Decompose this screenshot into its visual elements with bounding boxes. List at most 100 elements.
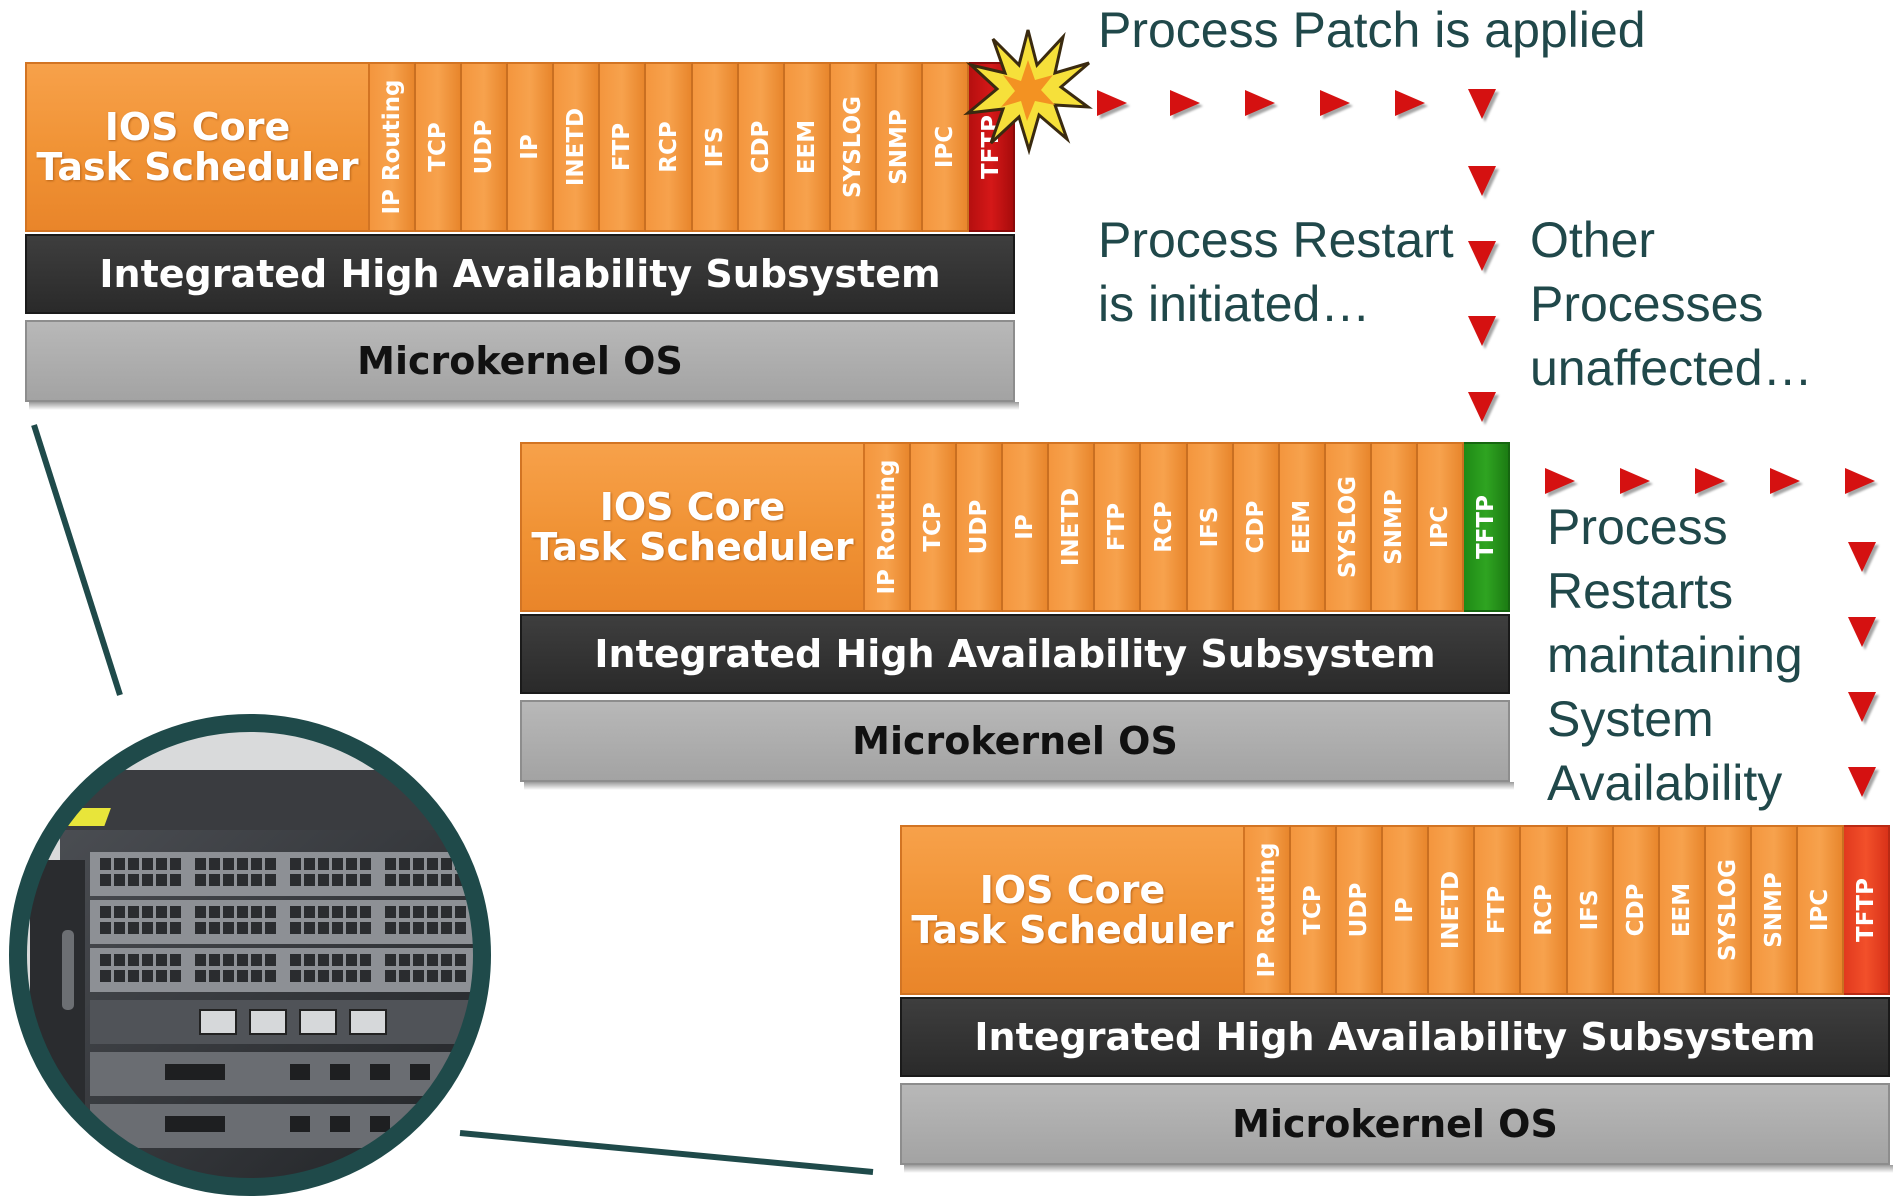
explosion-icon: [963, 29, 1093, 155]
process-cell-cdp: CDP: [1613, 825, 1660, 995]
arrow-right-icon: [1845, 468, 1875, 494]
arrow-right-icon: [1770, 468, 1800, 494]
process-label: IP: [1392, 897, 1419, 923]
process-label: CDP: [747, 120, 774, 174]
process-label: IPC: [931, 125, 958, 169]
architecture-stack-restarting: IOS Core Task Scheduler IP Routing TCP UDP I…: [520, 442, 1514, 790]
network-switch-chassis: [9, 714, 491, 1196]
process-label: IFS: [701, 126, 728, 168]
arrow-right-icon: [1695, 468, 1725, 494]
process-label: TFTP: [1853, 878, 1880, 942]
process-label: IPC: [1426, 505, 1453, 549]
process-label: TFTP: [1473, 495, 1500, 559]
process-label: IP Routing: [379, 79, 406, 215]
arrow-down-icon: [1468, 392, 1496, 422]
process-row: IOS Core Task Scheduler IP Routing TCP UDP I…: [520, 442, 1511, 612]
process-cell-ifs: IFS: [1567, 825, 1614, 995]
process-cell-ipc: IPC: [1417, 442, 1465, 612]
microkernel-layer: Microkernel OS: [520, 700, 1510, 782]
ha-subsystem-layer: Integrated High Availability Subsystem: [25, 234, 1015, 314]
process-label: SYSLOG: [1334, 475, 1361, 579]
arrow-down-icon: [1468, 89, 1496, 119]
process-label: TCP: [425, 122, 452, 172]
ios-core-label: IOS Core Task Scheduler: [531, 485, 854, 569]
connector-line-top: [31, 424, 123, 696]
arrow-down-icon: [1848, 542, 1876, 572]
process-cell-udp: UDP: [1337, 825, 1384, 995]
arrow-right-icon: [1245, 90, 1275, 116]
process-label: IP Routing: [874, 459, 901, 595]
process-cell-ftp: FTP: [600, 62, 647, 232]
note-system-availability: Process Restarts maintaining System Avai…: [1547, 499, 1803, 811]
ha-subsystem-layer: Integrated High Availability Subsystem: [520, 614, 1510, 694]
process-label: SYSLOG: [839, 95, 866, 199]
process-label: INETD: [563, 107, 590, 187]
process-cell-ftp: FTP: [1475, 825, 1522, 995]
device-frame: [9, 714, 491, 1196]
process-label: IPC: [1806, 888, 1833, 932]
process-label: UDP: [1346, 882, 1373, 938]
ios-core-label: IOS Core Task Scheduler: [911, 868, 1234, 952]
arrow-down-icon: [1848, 617, 1876, 647]
process-cell-inetd: INETD: [1429, 825, 1476, 995]
process-label: EEM: [793, 119, 820, 175]
process-cell-inetd: INETD: [1049, 442, 1096, 612]
process-cell-inetd: INETD: [554, 62, 601, 232]
process-cell-snmp: SNMP: [1371, 442, 1418, 612]
process-label: IFS: [1576, 889, 1603, 931]
process-cell-udp: UDP: [957, 442, 1004, 612]
process-label: SNMP: [1380, 489, 1407, 565]
process-cell-syslog: SYSLOG: [1705, 825, 1752, 995]
process-cell-ip-routing: IP Routing: [865, 442, 912, 612]
arrow-right-icon: [1170, 90, 1200, 116]
process-cell-snmp: SNMP: [1751, 825, 1798, 995]
process-label: EEM: [1668, 882, 1695, 938]
process-cell-ip: IP: [508, 62, 555, 232]
process-cell-ip-routing: IP Routing: [1245, 825, 1292, 995]
process-label: FTP: [1104, 502, 1131, 552]
process-cell-eem: EEM: [1659, 825, 1706, 995]
process-cell-tftp: TFTP: [1464, 442, 1511, 612]
process-cell-ipc: IPC: [922, 62, 970, 232]
process-label: SNMP: [1760, 872, 1787, 948]
stack-shadow: [29, 402, 1019, 410]
microkernel-layer: Microkernel OS: [900, 1083, 1890, 1165]
process-cell-rcp: RCP: [1141, 442, 1188, 612]
arrow-down-icon: [1848, 767, 1876, 797]
process-label: INETD: [1058, 487, 1085, 567]
ios-core-block: IOS Core Task Scheduler: [25, 62, 370, 232]
stack-shadow: [904, 1165, 1893, 1173]
process-cell-ip: IP: [1383, 825, 1430, 995]
note-other-unaffected: Other Processes unaffected…: [1530, 212, 1813, 396]
note-patch-applied: Process Patch is applied: [1098, 2, 1646, 58]
process-label: RCP: [655, 121, 682, 173]
process-cell-rcp: RCP: [646, 62, 693, 232]
arrow-down-icon: [1848, 692, 1876, 722]
note-restart-initiated: Process Restart is initiated…: [1098, 212, 1454, 332]
process-label: UDP: [966, 499, 993, 555]
arrow-down-icon: [1468, 241, 1496, 271]
process-label: IP: [1012, 514, 1039, 540]
arrow-right-icon: [1320, 90, 1350, 116]
process-cell-tcp: TCP: [416, 62, 463, 232]
process-cell-eem: EEM: [1279, 442, 1326, 612]
process-label: TCP: [1300, 885, 1327, 935]
connector-line-bottom: [459, 1130, 874, 1175]
arrow-right-icon: [1097, 90, 1127, 116]
process-cell-tcp: TCP: [1291, 825, 1338, 995]
process-label: RCP: [1150, 501, 1177, 553]
process-cell-tcp: TCP: [911, 442, 958, 612]
process-cell-cdp: CDP: [1233, 442, 1280, 612]
arrow-down-icon: [1468, 316, 1496, 346]
process-label: SYSLOG: [1714, 858, 1741, 962]
process-label: FTP: [609, 122, 636, 172]
arrow-down-icon: [1468, 166, 1496, 196]
process-cell-ip: IP: [1003, 442, 1050, 612]
